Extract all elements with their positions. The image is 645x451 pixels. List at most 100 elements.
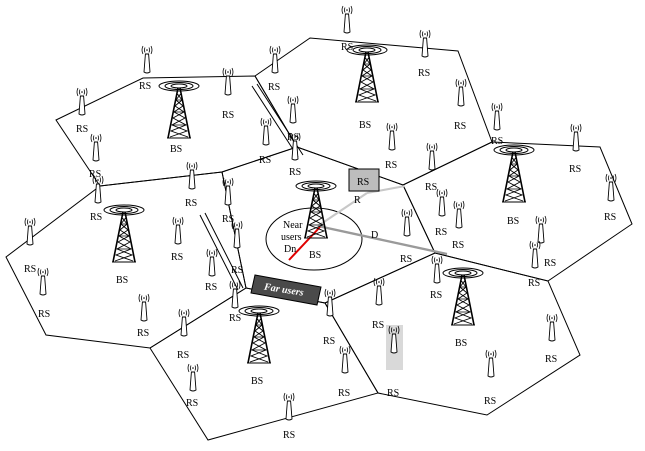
antenna-icon	[76, 87, 88, 116]
relay-station: RS	[289, 132, 301, 178]
relay-station: RS	[185, 161, 198, 209]
rs-label: RS	[604, 212, 616, 223]
bs-label: BS	[455, 338, 467, 349]
central-cell-details: RS R D Near users Dn BS Far users	[250, 168, 448, 370]
bs-label: BS	[116, 275, 128, 286]
rs-label: RS	[205, 282, 217, 293]
antenna-icon	[229, 280, 241, 309]
rs-label: RS	[452, 240, 464, 251]
rs-label: RS	[38, 309, 50, 320]
relay-station: RS	[545, 313, 558, 365]
antenna-icon	[341, 5, 353, 34]
bs-label: BS	[507, 216, 519, 227]
relay-station: RS	[484, 349, 497, 407]
relay-station: RS	[222, 177, 234, 225]
relay-station: RS	[268, 45, 281, 93]
near-users-label-line1: Near	[283, 220, 303, 231]
relay-station: RS	[259, 117, 272, 166]
relay-station: RS	[535, 215, 556, 269]
lattice-tower-icon	[238, 305, 280, 364]
relay-station: RS	[89, 133, 102, 180]
near-users-region	[265, 207, 363, 271]
bs-label: BS	[309, 250, 321, 261]
antenna-icon	[172, 216, 184, 245]
antenna-icon	[283, 392, 295, 421]
antenna-icon	[386, 122, 398, 151]
relay-station: RS	[137, 293, 150, 339]
dn-line	[288, 226, 321, 261]
relay-station: RS	[604, 173, 617, 223]
rs-label: RS	[528, 278, 540, 289]
relay-station: RS	[341, 5, 353, 53]
lattice-tower-icon	[103, 204, 145, 263]
antenna-icon	[605, 173, 617, 202]
antenna-icon	[431, 255, 443, 284]
relay-station: RS	[418, 29, 431, 79]
antenna-icon	[206, 248, 218, 277]
lattice-tower-icon	[346, 44, 388, 103]
relay-station: RS	[435, 188, 448, 238]
relay-station: RS	[569, 123, 582, 175]
antenna-icon	[90, 133, 102, 162]
relay-station: RS	[387, 325, 400, 399]
relay-station: RS	[323, 288, 336, 347]
relay-station: RS	[171, 216, 184, 263]
relay-station: RS	[231, 220, 243, 276]
base-stations: BS BS BS BS BS BS	[103, 44, 535, 387]
cell-bottom-center	[149, 287, 379, 441]
rs-label: RS	[268, 82, 280, 93]
rs-label: RS	[222, 110, 234, 121]
relay-station: RS	[139, 45, 153, 92]
relay-station: RS	[229, 280, 241, 324]
rs-label: RS	[137, 328, 149, 339]
rs-label: RS	[569, 164, 581, 175]
antenna-icon	[92, 175, 104, 204]
relay-station: RS	[76, 87, 88, 135]
rs-label: RS	[177, 350, 189, 361]
relay-station: RS	[338, 345, 351, 399]
near-users-label-line2: users	[281, 232, 302, 243]
r-label: R	[354, 195, 361, 206]
rs-label: RS	[400, 254, 412, 265]
antenna-icon	[455, 78, 467, 107]
antenna-icon	[529, 240, 541, 269]
rs-label: RS	[545, 354, 557, 365]
relay-station: RS	[425, 142, 438, 193]
antenna-icon	[436, 188, 448, 217]
lattice-tower-icon	[493, 144, 535, 203]
relay-station: RS	[222, 67, 234, 121]
antenna-icon	[339, 345, 351, 374]
antenna-icon	[453, 200, 465, 229]
relay-station: RS	[283, 392, 295, 441]
antenna-icon	[187, 363, 199, 392]
relay-station: RS	[24, 217, 36, 275]
antenna-icon	[37, 267, 49, 296]
relay-station: RS	[372, 277, 385, 331]
antenna-icon	[535, 215, 547, 244]
relay-station: RS	[491, 102, 503, 147]
bs-label: BS	[170, 144, 182, 155]
antenna-icon	[485, 349, 497, 378]
antenna-icon	[287, 95, 299, 124]
rs-label: RS	[385, 160, 397, 171]
relay-station: RS	[205, 248, 218, 293]
relay-box-label: RS	[357, 177, 369, 188]
antenna-icon	[426, 142, 438, 171]
rs-label: RS	[372, 320, 384, 331]
rs-label: RS	[139, 81, 151, 92]
r-link-extension	[366, 185, 406, 194]
boundary-double-lines	[199, 83, 304, 291]
rs-label: RS	[418, 68, 430, 79]
relay-station: RS	[452, 200, 465, 251]
antenna-icon	[373, 277, 385, 306]
rs-label: RS	[222, 214, 234, 225]
rs-label: RS	[544, 258, 556, 269]
rs-label: RS	[341, 42, 353, 53]
antenna-icon	[260, 117, 272, 146]
relay-stations: RS RS RS RS RS RS RS RS RS RS RS RS RS R…	[24, 5, 617, 441]
antenna-icon	[222, 67, 234, 96]
rs-label: RS	[435, 227, 447, 238]
rs-label: RS	[186, 398, 198, 409]
relay-station: RS	[37, 267, 50, 320]
rs-label: RS	[287, 132, 299, 143]
